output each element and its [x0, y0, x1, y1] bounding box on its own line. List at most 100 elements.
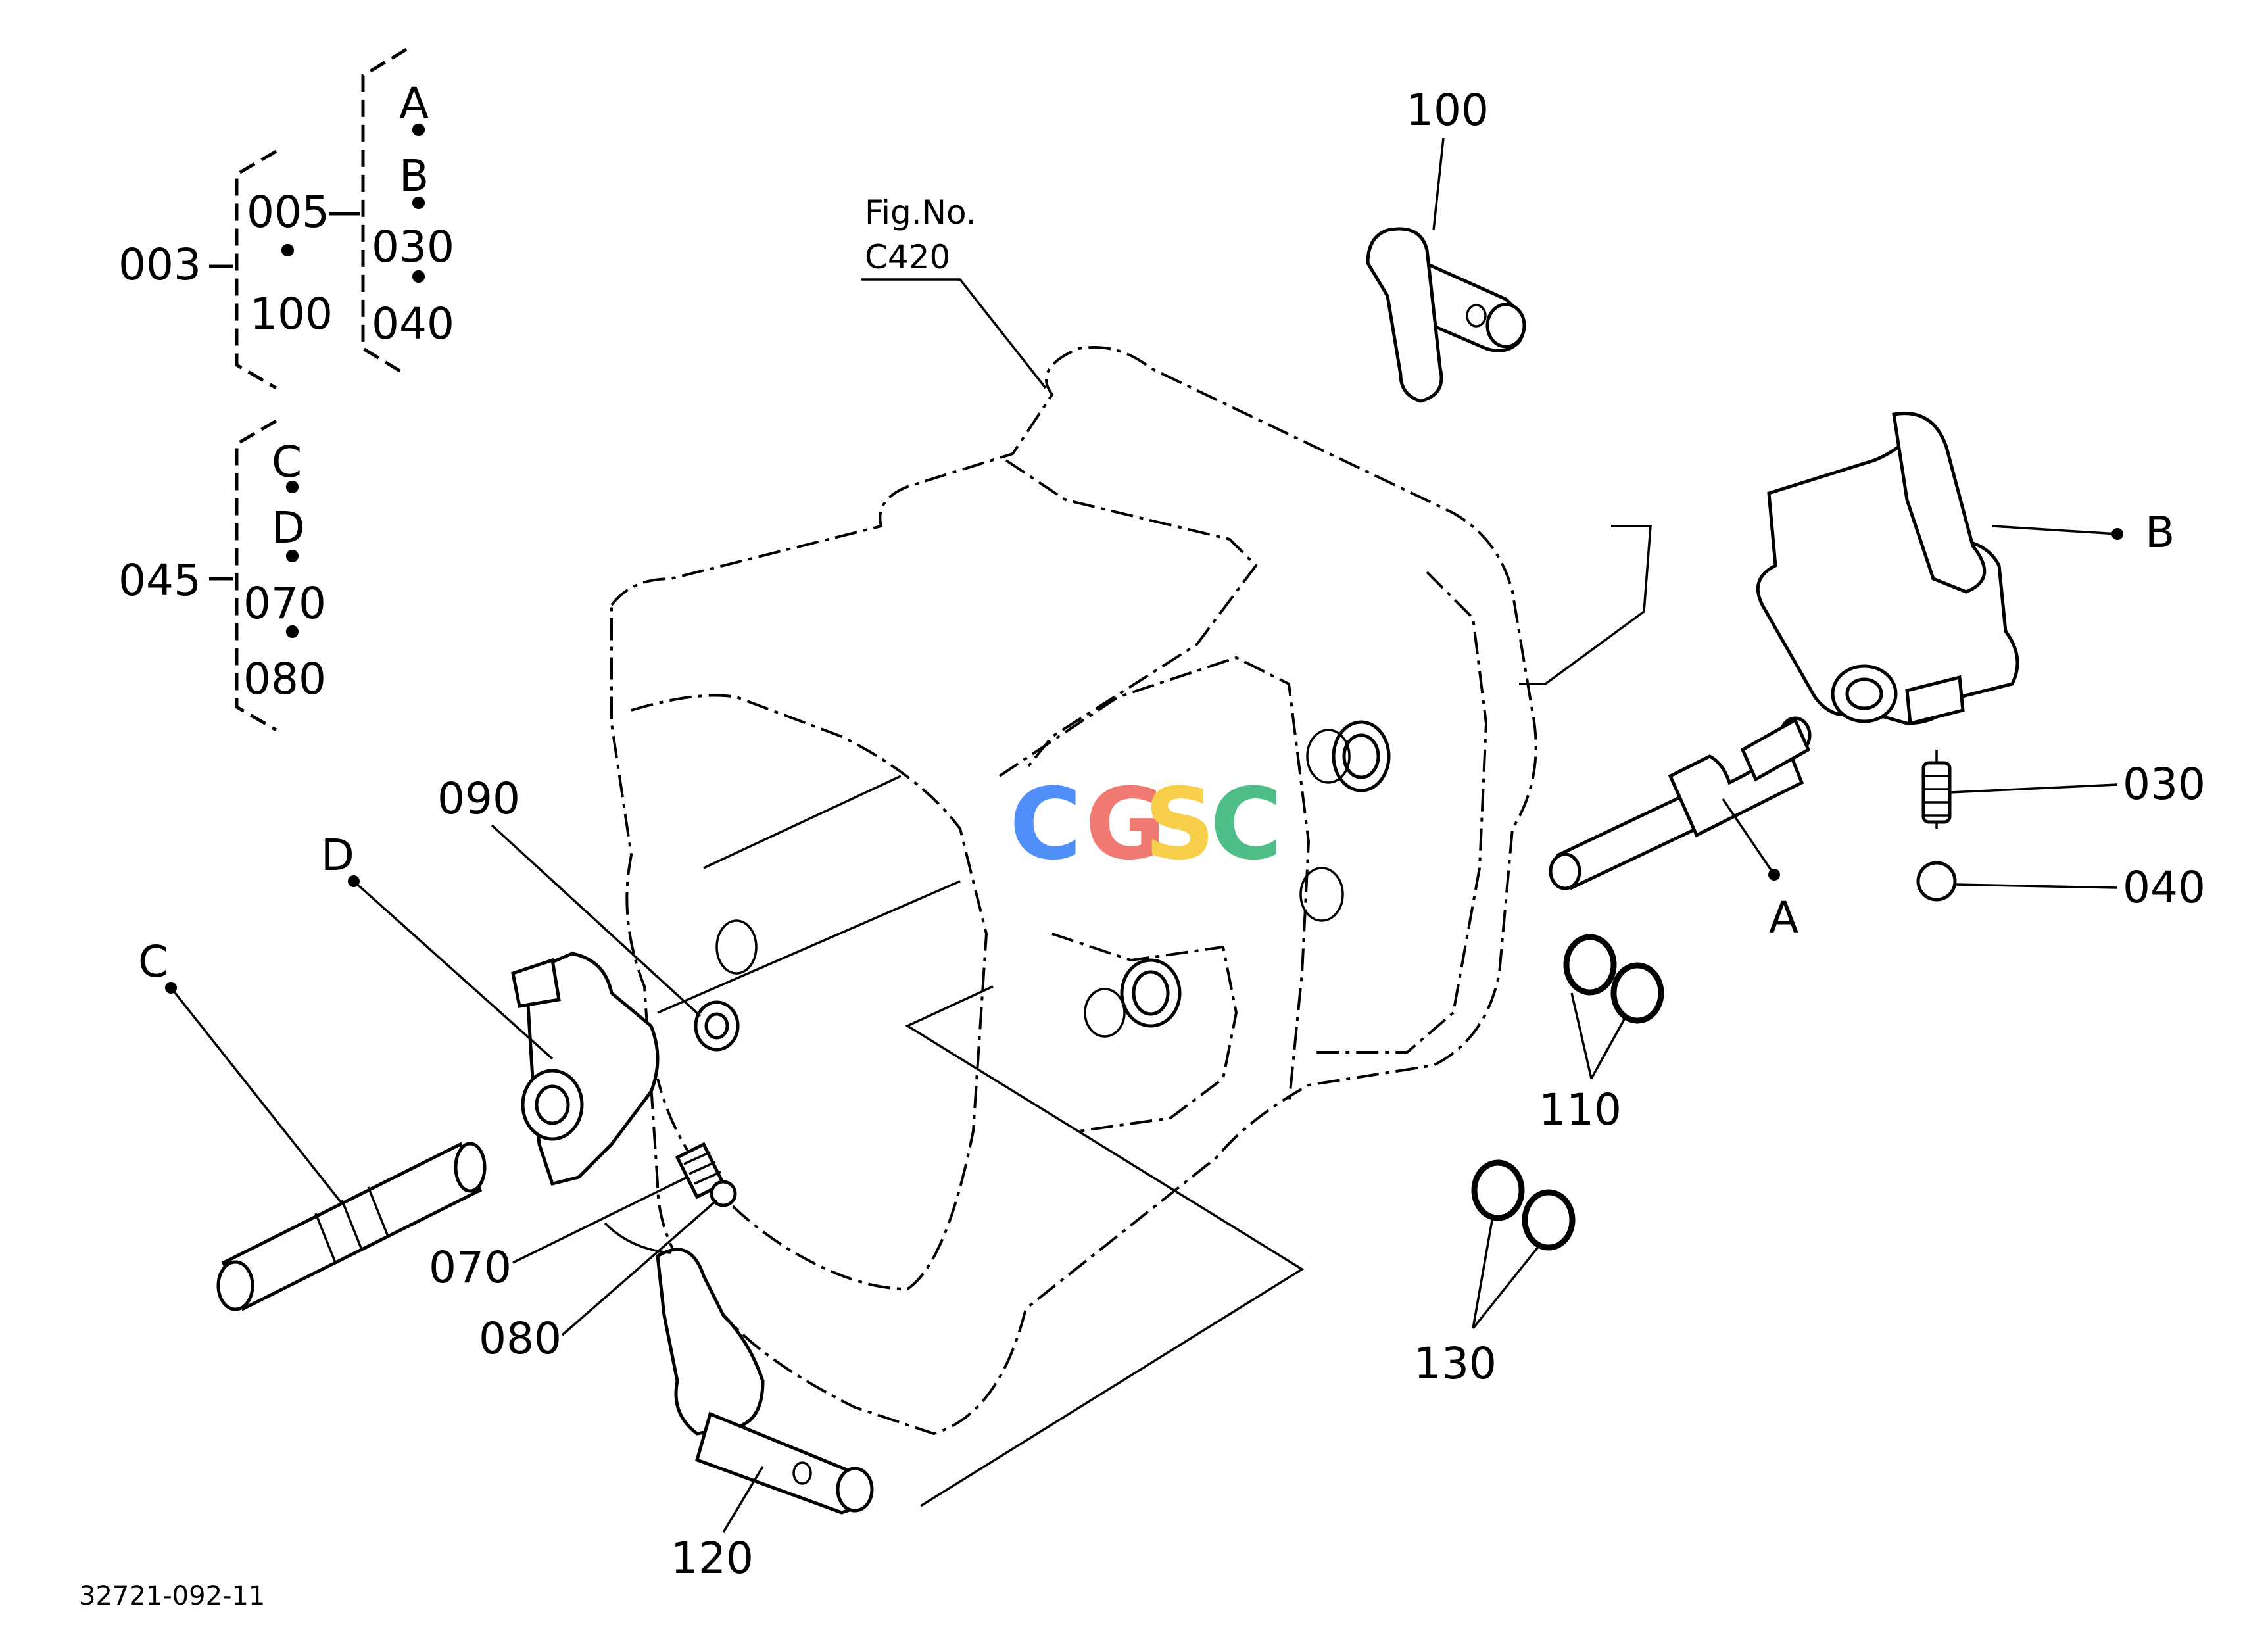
callout-040: 040 — [2123, 862, 2206, 913]
seal-inner — [704, 1012, 729, 1040]
shift-rod-C — [216, 1142, 487, 1311]
leader-120 — [722, 1466, 764, 1533]
shift-rod-A — [1549, 716, 1812, 890]
callout-070: 070 — [429, 1242, 512, 1293]
callout-030: 030 — [2123, 759, 2206, 810]
callouts: 100 B 030 040 A 110 130 120 090 D C 070 … — [138, 85, 2206, 1584]
fork-d-lug — [511, 958, 561, 1008]
spring-coils — [1923, 775, 1950, 817]
o-rings-130 — [1471, 1159, 1576, 1251]
group-003-item-3: 100 — [250, 289, 333, 339]
shaft-axis-left-2 — [703, 775, 902, 869]
callout-C: C — [138, 936, 168, 987]
ball-080 — [710, 1180, 737, 1207]
o-ring — [1563, 934, 1617, 996]
group-045-item-6: • — [279, 608, 305, 658]
rod-tip-body — [1740, 717, 1811, 782]
group-005-item-1: A — [399, 78, 429, 129]
shift-fork-D — [511, 952, 660, 1186]
fig-no-value: C420 — [865, 238, 950, 276]
group-045-item-4: • — [279, 532, 305, 583]
lever-100 — [1366, 227, 1526, 403]
shaft-axis-left — [657, 880, 961, 1014]
callout-B: B — [2145, 507, 2175, 558]
fork-d-bore-inner — [535, 1084, 570, 1125]
case-inner-wall — [998, 656, 1311, 1105]
watermark-letter-c: C — [1009, 767, 1082, 882]
spring-030 — [1921, 750, 1952, 829]
watermark-letter-c2: C — [1210, 767, 1282, 882]
rod-c-grooves — [314, 1186, 389, 1263]
o-ring — [1610, 962, 1664, 1024]
case-stud — [1306, 729, 1351, 784]
case-stud — [1299, 867, 1344, 922]
spring-body — [1921, 761, 1952, 824]
watermark-logo: C G S C — [1009, 767, 1282, 882]
o-rings-110 — [1563, 934, 1664, 1024]
callout-A: A — [1769, 892, 1798, 943]
fork-bore-inner — [1845, 677, 1883, 710]
fork-arm — [1892, 412, 1987, 594]
fig-ref-leader — [861, 278, 1047, 389]
connector-line — [905, 985, 1305, 1507]
case-stud — [715, 919, 758, 975]
case-stud — [1084, 988, 1126, 1038]
shift-fork-B — [1756, 412, 2019, 726]
callout-D: D — [321, 830, 354, 881]
transmission-case — [610, 346, 1652, 1507]
fork-lug — [1905, 675, 1965, 726]
leader-130 — [1472, 1216, 1540, 1330]
group-045-label: 045 — [118, 555, 201, 606]
document-code: 32721-092-11 — [79, 1581, 265, 1611]
case-top-face — [1005, 459, 1258, 771]
group-003-item-2: • — [275, 226, 301, 277]
group-045-bracket — [235, 419, 277, 732]
callout-090: 090 — [437, 773, 520, 824]
group-045-item-3: D — [272, 502, 305, 553]
watermark-letter-s: S — [1144, 767, 1215, 882]
leader-080 — [561, 1199, 718, 1336]
case-outline — [610, 346, 1537, 1436]
leader-090 — [491, 824, 702, 1017]
case-side-face — [1315, 571, 1488, 1054]
group-005-item-4: • — [406, 179, 431, 230]
group-003-bracket — [235, 149, 277, 390]
leader-C — [170, 986, 343, 1205]
lever-arm — [1366, 227, 1443, 403]
o-ring — [1471, 1159, 1525, 1221]
fig-no-label: Fig.No. — [865, 193, 977, 231]
seal-090 — [694, 1000, 740, 1052]
callout-110: 110 — [1539, 1084, 1622, 1135]
connector-line — [1519, 525, 1652, 685]
leader-030 — [1949, 783, 2118, 794]
ball-040 — [1916, 861, 1957, 902]
leader-070 — [512, 1176, 688, 1264]
lever-pin-hole — [1466, 304, 1487, 328]
group-005-item-2: • — [406, 106, 431, 157]
o-ring — [1522, 1189, 1576, 1251]
leader-080-curve — [604, 1222, 671, 1254]
leader-040 — [1954, 883, 2118, 889]
assembly-legend: 003 005 • 100 A • B • 030 • 040 045 C • … — [118, 47, 454, 732]
figure-reference: Fig.No. C420 — [861, 193, 1047, 389]
rod-c-end — [216, 1260, 254, 1311]
group-005-item-7: 040 — [372, 299, 454, 349]
leader-B — [1992, 525, 2118, 535]
callout-130: 130 — [1414, 1338, 1497, 1389]
callout-100: 100 — [1406, 85, 1489, 135]
leader-D — [352, 880, 554, 1060]
case-bore-upper-inner — [1342, 733, 1380, 779]
group-005-item-5: 030 — [372, 222, 454, 272]
case-front-opening — [631, 694, 988, 1291]
lever-120-pin-hole — [792, 1461, 812, 1485]
group-045-item-2: • — [279, 463, 305, 514]
group-005-bracket — [361, 47, 408, 377]
leader-A — [1722, 798, 1775, 875]
leader-100 — [1432, 137, 1445, 231]
group-045-item-1: C — [272, 437, 302, 487]
callout-120: 120 — [671, 1533, 754, 1584]
case-bore-lower-inner — [1132, 970, 1170, 1016]
group-003-label: 003 — [118, 239, 201, 290]
group-005-item-6: • — [406, 253, 431, 303]
